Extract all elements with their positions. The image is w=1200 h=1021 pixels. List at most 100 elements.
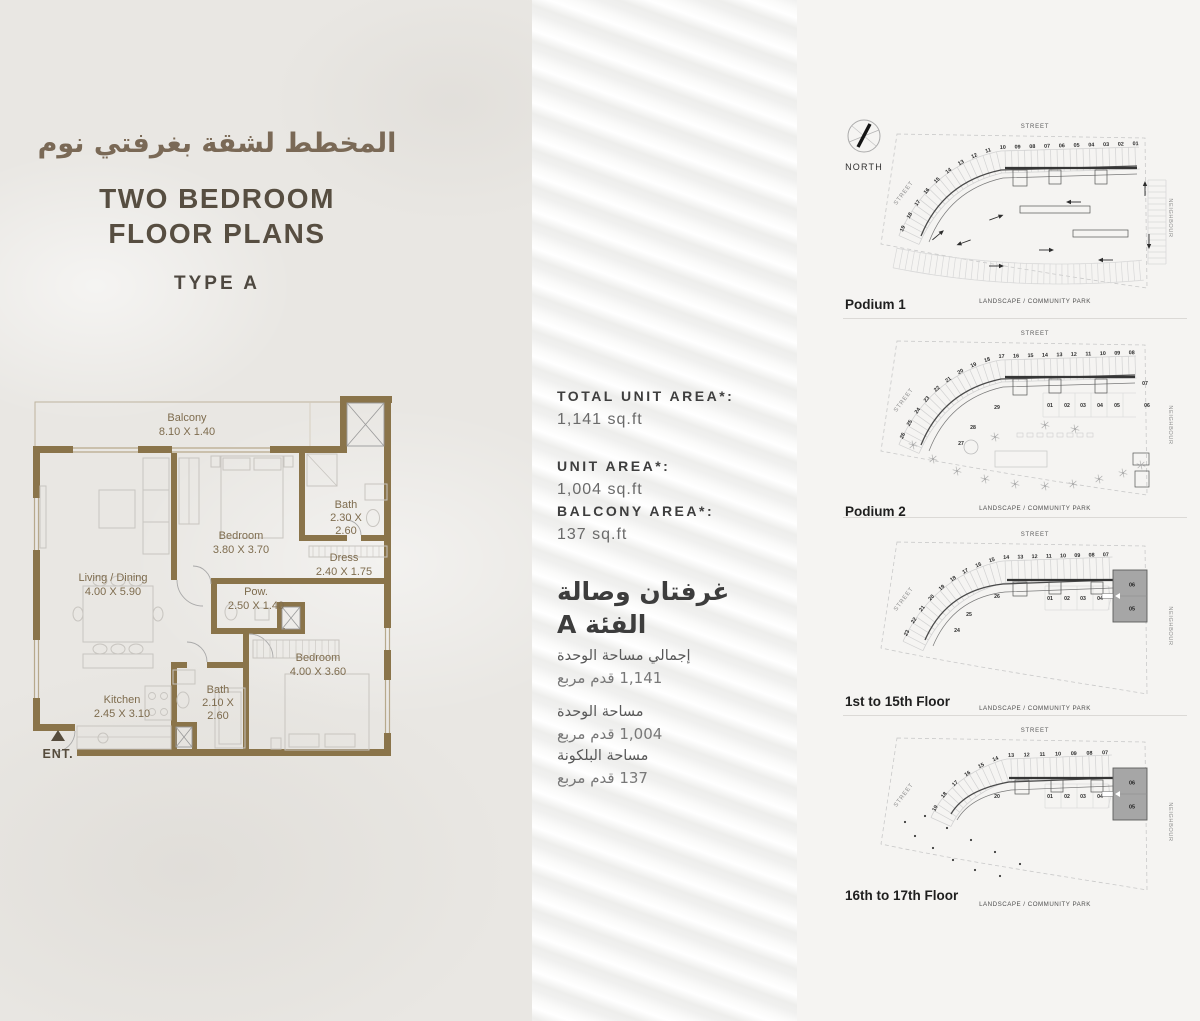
total-unit-area-label: TOTAL UNIT AREA*: bbox=[557, 388, 735, 404]
room-label: Pow. bbox=[244, 586, 268, 598]
unit-number: 21 bbox=[944, 376, 952, 384]
unit-number: 29 bbox=[994, 405, 1000, 411]
wall bbox=[77, 749, 391, 756]
furniture bbox=[253, 457, 282, 471]
plan-title-1st-15th: 1st to 15th Floor bbox=[845, 694, 951, 709]
shaft bbox=[346, 402, 385, 447]
shaft bbox=[281, 606, 301, 630]
unit-number: 23 bbox=[923, 395, 931, 403]
building-wall bbox=[920, 374, 1136, 446]
neighbour-label: NEIGHBOUR bbox=[1167, 198, 1173, 237]
street-label-top: STREET bbox=[1021, 124, 1049, 130]
door-arc bbox=[186, 641, 208, 663]
unit-number: 09 bbox=[1074, 553, 1080, 559]
core-block bbox=[1012, 169, 1028, 187]
furniture bbox=[224, 603, 238, 621]
wall bbox=[171, 662, 187, 668]
door-arc bbox=[248, 633, 274, 659]
unit-number: 12 bbox=[970, 152, 978, 160]
arabic-balcony-value: 137 قدم مربع bbox=[557, 769, 648, 787]
unit-area-block: UNIT AREA*: 1,004 sq.ft bbox=[557, 458, 782, 499]
wall bbox=[33, 446, 73, 453]
unit-number: 08 bbox=[1089, 552, 1095, 558]
unit-number: 23 bbox=[903, 629, 911, 637]
unit-number: 18 bbox=[984, 357, 992, 365]
unit-number: 18 bbox=[940, 791, 948, 799]
unit-number: 25 bbox=[906, 419, 914, 427]
street-label-top: STREET bbox=[1021, 532, 1049, 538]
unit-number: 01 bbox=[1047, 403, 1053, 409]
wall bbox=[171, 662, 177, 752]
core-block bbox=[1048, 378, 1062, 394]
plan-title-podium-2: Podium 2 bbox=[845, 504, 906, 519]
room-label: Kitchen bbox=[104, 694, 141, 706]
unit-number: 05 bbox=[1114, 403, 1120, 409]
unit-number: 11 bbox=[1046, 554, 1052, 560]
room-label: Dress bbox=[330, 552, 359, 564]
unit-number: 20 bbox=[994, 794, 1000, 800]
unit-number: 13 bbox=[1017, 554, 1023, 560]
furniture bbox=[110, 643, 126, 655]
arabic-heading: غرفتان وصالة الفئة A bbox=[557, 575, 729, 641]
entry-arrow-icon bbox=[1115, 791, 1120, 797]
wall bbox=[340, 396, 347, 453]
unit-number: 16 bbox=[975, 562, 983, 570]
unit-number: 07 bbox=[1142, 381, 1148, 387]
arabic-unit-label: مساحة الوحدة bbox=[557, 704, 644, 720]
unit-number: 09 bbox=[1071, 751, 1077, 757]
furniture bbox=[92, 575, 108, 587]
wall bbox=[270, 446, 342, 453]
unit-number: 17 bbox=[914, 199, 922, 207]
unit-number: 08 bbox=[1129, 350, 1135, 356]
section-divider bbox=[843, 715, 1187, 716]
unit-number: 27 bbox=[958, 441, 964, 447]
unit-area-value: 1,004 sq.ft bbox=[557, 481, 643, 498]
unit-number: 10 bbox=[1100, 351, 1106, 357]
room-label: Bath bbox=[335, 499, 358, 511]
unit-number: 14 bbox=[945, 167, 953, 175]
unit-number: 13 bbox=[1056, 352, 1062, 358]
door-arc bbox=[176, 579, 204, 607]
highlight-unit-number: 05 bbox=[1129, 805, 1135, 811]
unit-number: 06 bbox=[1144, 403, 1150, 409]
furniture bbox=[284, 673, 370, 751]
furniture bbox=[144, 685, 172, 721]
site-boundary bbox=[880, 340, 1148, 496]
furniture bbox=[218, 691, 242, 745]
unit-number: 21 bbox=[918, 605, 926, 613]
section-divider bbox=[843, 318, 1187, 319]
highlight-unit-number: 06 bbox=[1129, 781, 1135, 787]
unit-number: 19 bbox=[938, 584, 946, 592]
core-block bbox=[1090, 779, 1104, 793]
unit-number: 12 bbox=[1071, 352, 1077, 358]
arabic-balcony-label: مساحة البلكونة bbox=[557, 748, 649, 764]
unit-number: 02 bbox=[1118, 142, 1124, 148]
unit-number: 07 bbox=[1102, 750, 1108, 756]
unit-number: 09 bbox=[1015, 144, 1021, 150]
wall bbox=[300, 602, 305, 634]
street-label-left: STREET bbox=[893, 782, 915, 808]
unit-number: 08 bbox=[1086, 751, 1092, 757]
core-block bbox=[1090, 581, 1104, 595]
unit-number: 15 bbox=[933, 176, 941, 184]
court bbox=[994, 450, 1048, 468]
unit-number: 17 bbox=[999, 354, 1005, 360]
furniture bbox=[142, 457, 170, 555]
unit-number: 15 bbox=[977, 762, 985, 770]
unit-number: 17 bbox=[962, 568, 970, 576]
room-label: Bath bbox=[207, 684, 230, 696]
furniture bbox=[324, 733, 356, 748]
unit-number: 03 bbox=[1080, 596, 1086, 602]
core-block bbox=[1014, 779, 1030, 795]
unit-number: 16 bbox=[923, 187, 931, 195]
furniture bbox=[72, 606, 84, 622]
wall bbox=[171, 453, 177, 580]
unit-number: 13 bbox=[957, 159, 965, 167]
furniture bbox=[172, 669, 196, 685]
wall bbox=[33, 698, 40, 730]
unit-number: 17 bbox=[951, 780, 959, 788]
furniture bbox=[283, 455, 294, 468]
unit-number: 22 bbox=[933, 385, 941, 393]
unit-number: 09 bbox=[1114, 351, 1120, 357]
